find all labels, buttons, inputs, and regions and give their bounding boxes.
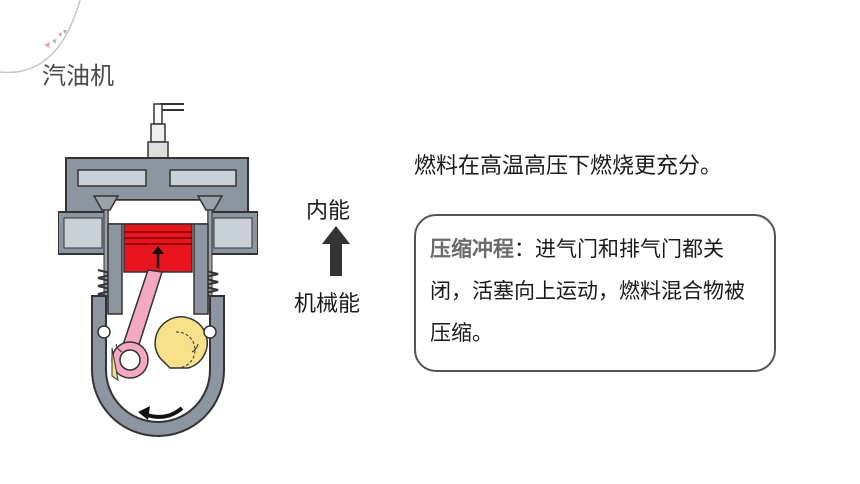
- stroke-description: 进气门和排气门都关闭，活塞向上运动，燃料混合物被压缩。: [430, 237, 745, 345]
- energy-label-internal: 内能: [306, 199, 351, 224]
- energy-label-mechanical: 机械能: [294, 292, 361, 317]
- connecting-rod: [111, 269, 163, 382]
- corner-decoration: [0, 0, 81, 74]
- intro-text: 燃料在高温高压下燃烧更充分。: [414, 154, 723, 179]
- piston-up-arrow-icon: [152, 246, 164, 268]
- stroke-name: 压缩冲程: [430, 237, 514, 261]
- camshaft: [97, 325, 217, 353]
- page-title: 汽油机: [42, 62, 114, 90]
- energy-conversion-arrow-icon: [322, 226, 350, 276]
- cylinder-head: [58, 157, 258, 255]
- stroke-description-box: 压缩冲程：进气门和排气门都关闭，活塞向上运动，燃料混合物被压缩。: [414, 214, 776, 372]
- gasoline-engine-diagram: [58, 103, 258, 437]
- crankcase: [91, 295, 225, 437]
- stroke-separator: ：: [514, 237, 535, 261]
- rotation-arrow-icon: [138, 406, 184, 420]
- crank: [154, 316, 208, 369]
- exhaust-valve: [196, 195, 224, 311]
- cylinder-wall: [107, 223, 209, 315]
